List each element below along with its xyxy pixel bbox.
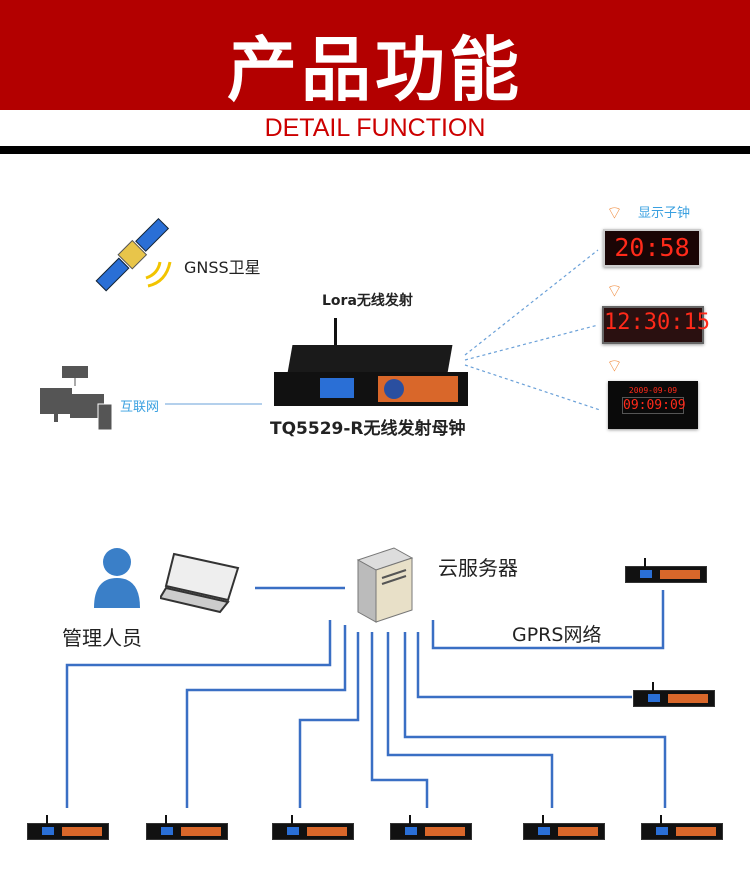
antenna-icon: [334, 318, 337, 358]
clock-device: [523, 815, 605, 840]
wifi-icon: ⌔: [606, 356, 623, 377]
link-device-7: [416, 632, 632, 699]
wifi-icon: ⌔: [606, 281, 623, 302]
gprs-label: GPRS网络: [512, 624, 602, 646]
page-title: 产品功能: [227, 29, 523, 111]
clock-device: [390, 815, 472, 840]
satellite-icon: [95, 217, 172, 292]
master-clock-label: TQ5529-R无线发射母钟: [270, 419, 466, 439]
clock-device: [146, 815, 228, 840]
control-panel: [378, 376, 458, 402]
link-device-4: [370, 632, 429, 808]
clock-device: [625, 558, 707, 583]
computers-icon: [40, 366, 113, 431]
wireless-link-1: [464, 249, 599, 356]
link-device-1: [65, 620, 332, 808]
admin-label: 管理人员: [62, 626, 142, 650]
server-icon: [356, 547, 414, 623]
link-device-5: [386, 632, 554, 808]
clock-date: 2009-09-09: [628, 386, 678, 395]
master-clock-device: [274, 372, 468, 406]
server-label: 云服务器: [438, 556, 518, 580]
link-device-gprs: [431, 590, 665, 650]
wireless-link-2: [464, 324, 599, 361]
page-subtitle: DETAIL FUNCTION: [264, 114, 486, 142]
gnss-label: GNSS卫星: [184, 258, 261, 277]
admin-user-icon: [94, 548, 140, 608]
display-clock-label: 显示子钟: [638, 206, 691, 221]
display-clock-2: 12:30:15: [602, 306, 710, 344]
clock-device: [27, 815, 109, 840]
clock-device: [641, 815, 723, 840]
clock-device: [633, 682, 715, 707]
header-banner: 产品功能: [0, 0, 750, 111]
clock-time: 09:09:09: [622, 397, 686, 414]
master-clock-top: [287, 345, 453, 373]
laptop-icon: [160, 552, 240, 614]
wifi-icon: ⌔: [606, 203, 623, 224]
lcd-screen: [320, 378, 354, 398]
clock-device: [272, 815, 354, 840]
display-clock-3: 2009-09-09 09:09:09: [608, 381, 698, 429]
link-device-2: [185, 625, 347, 808]
lora-label: Lora无线发射: [322, 293, 413, 309]
wireless-link-3: [464, 364, 601, 411]
keypad-icon: [384, 379, 404, 399]
link-device-6: [403, 632, 667, 808]
display-clock-1: 20:58: [603, 229, 701, 267]
internet-label: 互联网: [120, 400, 160, 415]
link-device-3: [298, 632, 360, 808]
divider: [0, 146, 750, 154]
